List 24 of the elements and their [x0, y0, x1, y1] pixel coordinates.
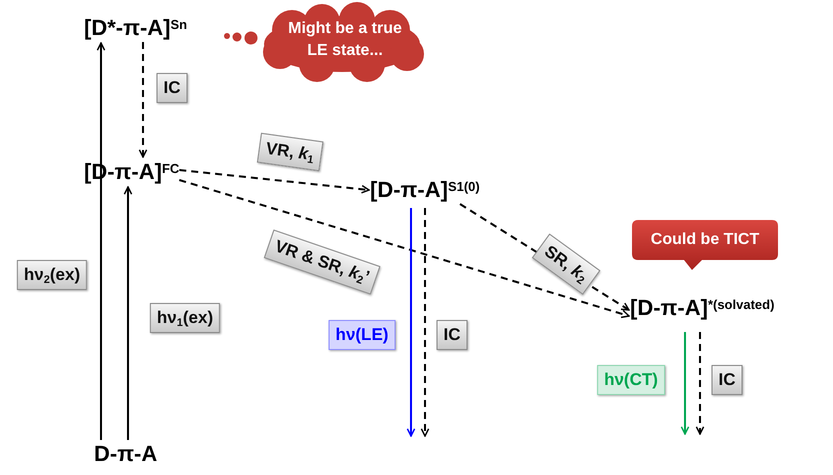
- edge-label: hν(CT): [597, 365, 665, 395]
- edge-label: IC: [712, 365, 742, 395]
- arrow: [696, 332, 704, 435]
- state-label: D-π-A: [94, 440, 158, 468]
- arrow: [420, 208, 430, 437]
- edge-label: VR, k$_{1}$: [256, 132, 324, 172]
- state-label: [D-π-A]$^{*(solvated)}$: [630, 294, 774, 322]
- arrow: [179, 169, 370, 194]
- edge-label: IC: [156, 73, 188, 103]
- arrow: [138, 42, 148, 158]
- arrow: [179, 179, 630, 318]
- state-label: [D-π-A]$^{S1(0)}$: [370, 176, 480, 204]
- cloud-text: Might be a true LE state...: [287, 19, 403, 61]
- edge-label: IC: [436, 320, 468, 350]
- arrow: [96, 42, 106, 440]
- arrow: [406, 208, 416, 437]
- edge-label: hν$_{2}$(ex): [16, 260, 88, 290]
- arrow: [680, 332, 690, 435]
- edge-label: hν$_{1}$(ex): [150, 303, 220, 333]
- state-label: [D*-π-A]$^{Sn}$: [84, 14, 188, 42]
- callout-text: Could be TICT: [650, 230, 760, 250]
- edge-label: VR & SR, k$_{2}$’: [264, 229, 380, 295]
- edge-label: hν(LE): [328, 320, 396, 350]
- arrow: [124, 186, 132, 440]
